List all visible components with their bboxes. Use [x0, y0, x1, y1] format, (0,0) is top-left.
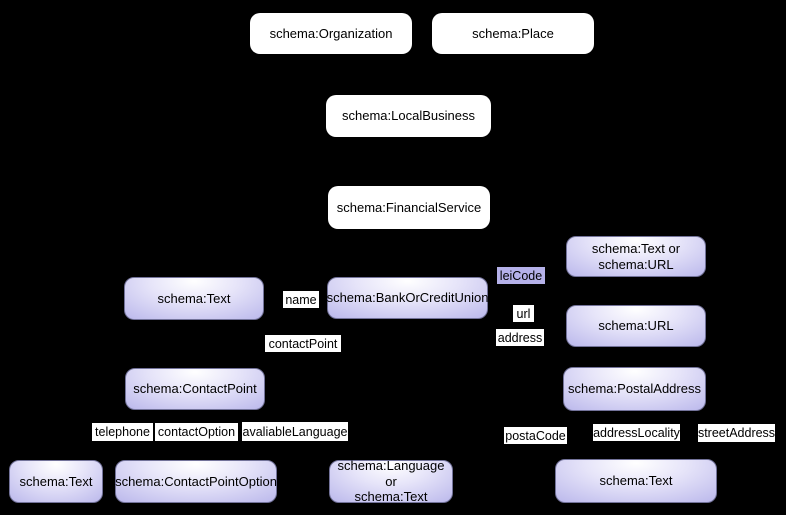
node-schema-contact-point-option: schema:ContactPointOption [115, 460, 277, 503]
edge-label-contact-option: contactOption [155, 423, 238, 441]
node-schema-text-or-url: schema:Text or schema:URL [566, 236, 706, 277]
node-schema-text-bottom-left: schema:Text [9, 460, 103, 503]
node-schema-organization: schema:Organization [250, 13, 412, 54]
node-schema-contact-point: schema:ContactPoint [125, 368, 265, 410]
edge-label-contact-point: contactPoint [265, 335, 341, 352]
edge-label-address: address [496, 329, 544, 346]
edge-label-posta-code: postaCode [504, 427, 567, 444]
edge-label-url: url [513, 305, 534, 322]
edge-label-telephone: telephone [92, 423, 153, 441]
edge-label-lei-code: leiCode [497, 267, 545, 284]
node-schema-text-bottom-right: schema:Text [555, 459, 717, 503]
node-schema-text-left: schema:Text [124, 277, 264, 320]
node-schema-bank-or-credit-union: schema:BankOrCreditUnion [327, 277, 488, 319]
node-schema-postal-address: schema:PostalAddress [563, 367, 706, 411]
edge-label-avaliable-language: avaliableLanguage [242, 422, 348, 441]
node-schema-language-or-text: schema:Language or schema:Text [329, 458, 453, 504]
edge-label-street-address: streetAddress [697, 424, 776, 442]
node-schema-financial-service: schema:FinancialService [328, 186, 490, 229]
node-schema-local-business: schema:LocalBusiness [326, 95, 491, 137]
edge-label-address-locality: addressLocality [593, 424, 680, 441]
node-schema-url: schema:URL [566, 305, 706, 347]
node-schema-place: schema:Place [432, 13, 594, 54]
edge-label-name: name [283, 291, 319, 308]
